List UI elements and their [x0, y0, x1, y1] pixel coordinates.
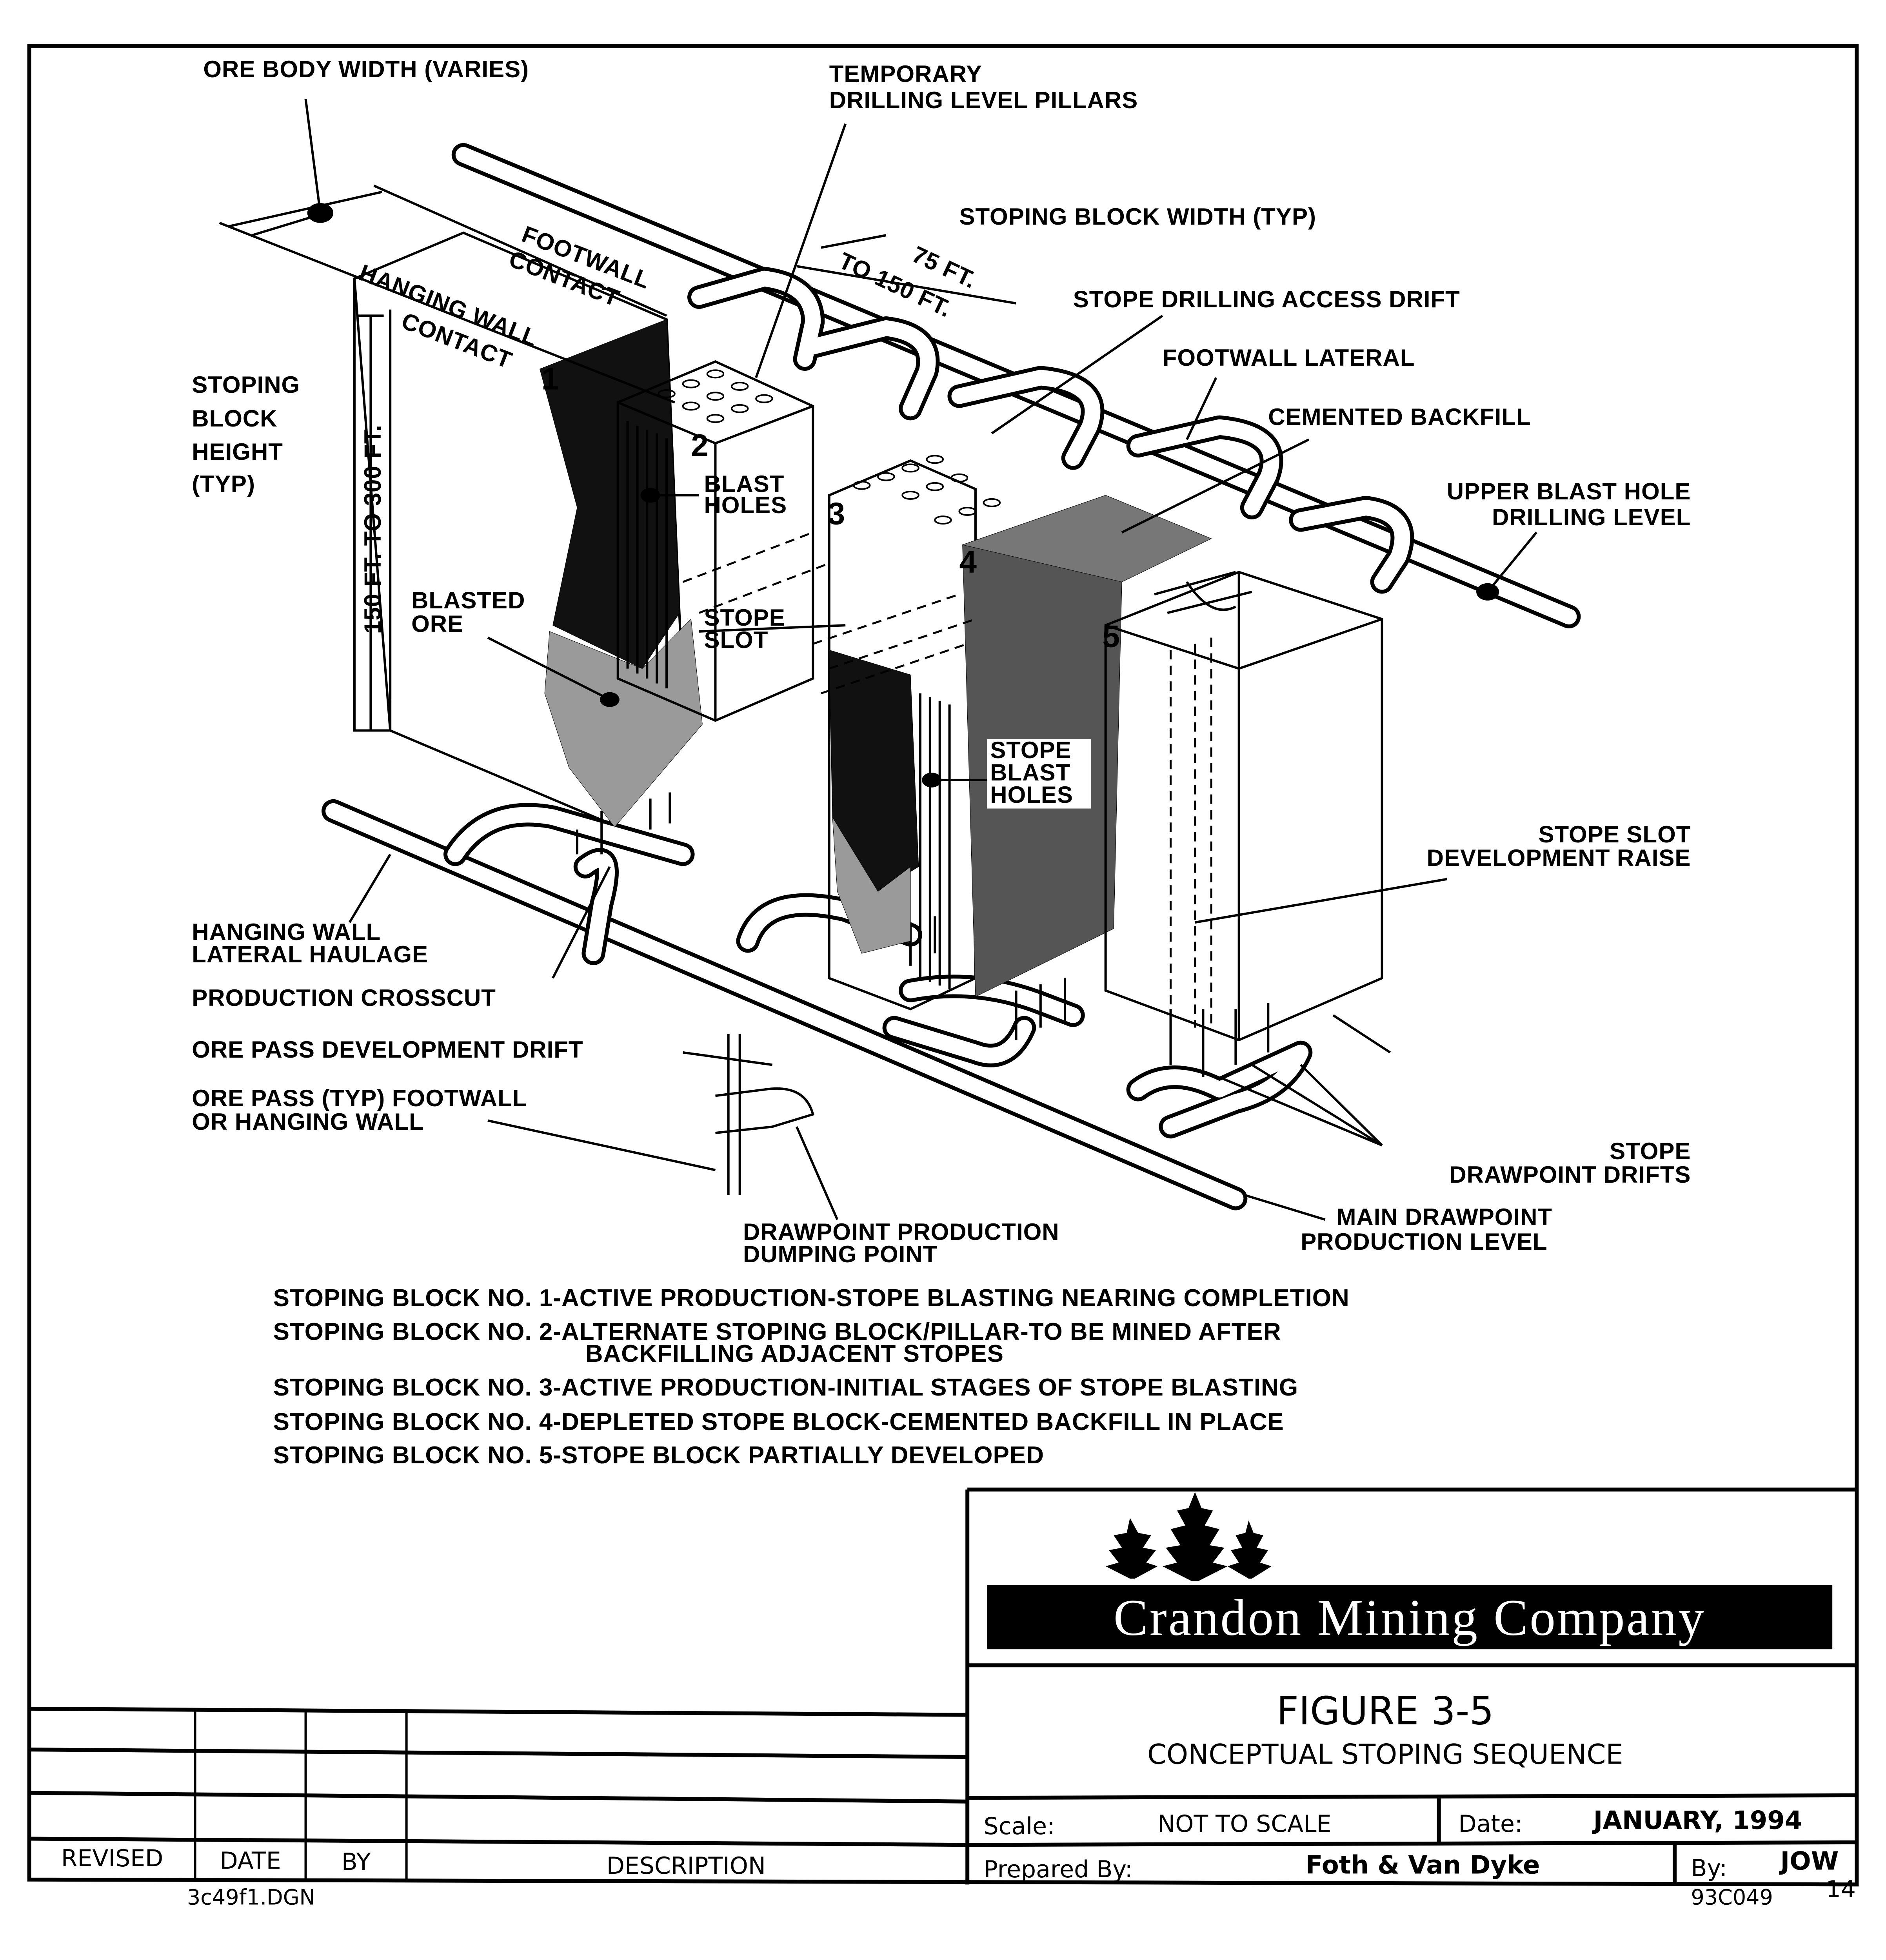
- label-block-height: STOPING: [192, 372, 300, 398]
- label-temporary-pillars: TEMPORARY: [829, 61, 982, 87]
- stoping-diagram: [220, 99, 1569, 1220]
- label-block-height-2: BLOCK: [192, 405, 278, 432]
- page-number: 14: [1826, 1875, 1856, 1903]
- drafter-value: JOW: [1780, 1847, 1839, 1876]
- note-block-3: STOPING BLOCK NO. 3-ACTIVE PRODUCTION-IN…: [273, 1374, 1299, 1401]
- label-stope-blast-holes-3: HOLES: [990, 781, 1073, 808]
- revision-table-frame: [29, 1709, 968, 1882]
- label-dumping-point-2: DUMPING POINT: [743, 1241, 938, 1267]
- sheet-border: [29, 46, 1857, 1884]
- stoping-block-2: [618, 361, 813, 720]
- prepared-by-value: Foth & Van Dyke: [1305, 1851, 1540, 1880]
- label-block-height-4: (TYP): [192, 470, 255, 497]
- label-hanging-wall-lateral: HANGING WALL: [192, 919, 381, 946]
- title-block-frame: [967, 1490, 1857, 1885]
- stope-blast-holes-label-bg: [987, 739, 1091, 809]
- revision-header-revised: REVISED: [61, 1844, 164, 1872]
- label-block-height-3: HEIGHT: [192, 438, 283, 465]
- file-name: 3c49f1.DGN: [187, 1885, 315, 1910]
- label-stope-slot: STOPE: [704, 604, 785, 631]
- note-block-2: STOPING BLOCK NO. 2-ALTERNATE STOPING BL…: [273, 1318, 1281, 1345]
- drawing-sheet: ORE BODY WIDTH (VARIES) TEMPORARY DRILLI…: [0, 0, 1886, 1913]
- label-ore-body-width: ORE BODY WIDTH (VARIES): [203, 56, 529, 82]
- label-ore-pass-drift: ORE PASS DEVELOPMENT DRIFT: [192, 1036, 583, 1063]
- note-block-5: STOPING BLOCK NO. 5-STOPE BLOCK PARTIALL…: [273, 1442, 1044, 1469]
- label-drawpoint-drifts: STOPE: [1610, 1138, 1691, 1165]
- label-slot-raise-2: DEVELOPMENT RAISE: [1426, 844, 1691, 871]
- note-block-2-cont: BACKFILLING ADJACENT STOPES: [585, 1340, 1004, 1368]
- label-blast-holes: BLAST: [704, 470, 785, 497]
- label-drawpoint-drifts-2: DRAWPOINT DRIFTS: [1449, 1161, 1691, 1188]
- label-temporary-pillars-2: DRILLING LEVEL PILLARS: [829, 87, 1138, 113]
- label-main-drawpoint: MAIN DRAWPOINT: [1336, 1203, 1553, 1230]
- drawing-graphics: [0, 0, 1886, 1913]
- label-ore-pass-2: OR HANGING WALL: [192, 1108, 424, 1135]
- label-upper-blast-hole: UPPER BLAST HOLE: [1446, 478, 1691, 505]
- note-block-4: STOPING BLOCK NO. 4-DEPLETED STOPE BLOCK…: [273, 1408, 1284, 1436]
- drafter-label: By:: [1691, 1855, 1727, 1882]
- leader-lines: [350, 124, 1537, 1220]
- date-value: JANUARY, 1994: [1593, 1806, 1802, 1835]
- block-number-5: 5: [1102, 619, 1120, 654]
- block-number-1: 1: [541, 361, 559, 396]
- label-cemented-backfill: CEMENTED BACKFILL: [1268, 404, 1531, 430]
- label-blasted-ore-2: ORE: [411, 610, 464, 637]
- revision-header-by: BY: [341, 1848, 371, 1876]
- block-number-3: 3: [827, 496, 845, 531]
- tree-logo-icon: [1105, 1492, 1272, 1581]
- revision-header-date: DATE: [220, 1847, 281, 1875]
- label-block-width: STOPING BLOCK WIDTH (TYP): [959, 203, 1316, 230]
- label-main-drawpoint-2: PRODUCTION LEVEL: [1301, 1228, 1548, 1255]
- scale-value: NOT TO SCALE: [1157, 1810, 1332, 1838]
- label-ore-pass: ORE PASS (TYP) FOOTWALL: [192, 1085, 527, 1111]
- label-production-crosscut: PRODUCTION CROSSCUT: [192, 984, 496, 1011]
- company-name: Crandon Mining Company: [1113, 1589, 1706, 1647]
- leader-dot: [307, 203, 334, 223]
- drawing-number: 93C049: [1691, 1885, 1773, 1910]
- prepared-by-label: Prepared By:: [983, 1856, 1133, 1884]
- scale-label: Scale:: [983, 1812, 1055, 1840]
- upper-drilling-level: [463, 155, 1569, 617]
- label-stope-slot-2: SLOT: [704, 626, 769, 653]
- stoping-block-3: [829, 456, 1000, 1009]
- label-blasted-ore: BLASTED: [411, 587, 525, 613]
- figure-number: FIGURE 3-5: [1276, 1689, 1494, 1734]
- label-hanging-wall-lateral-2: LATERAL HAULAGE: [192, 941, 429, 968]
- label-dumping-point: DRAWPOINT PRODUCTION: [743, 1218, 1059, 1245]
- label-height-dimension: 150 FT. TO 300 FT.: [360, 425, 386, 634]
- stoping-block-1: [354, 233, 702, 827]
- company-banner: [987, 1584, 1833, 1650]
- note-block-1: STOPING BLOCK NO. 1-ACTIVE PRODUCTION-ST…: [273, 1285, 1350, 1312]
- label-stope-blast-holes-2: BLAST: [990, 759, 1071, 786]
- label-access-drift: STOPE DRILLING ACCESS DRIFT: [1073, 286, 1460, 313]
- stoping-block-5: [1106, 572, 1382, 1040]
- label-blast-holes-2: HOLES: [704, 492, 787, 518]
- label-upper-blast-hole-2: DRILLING LEVEL: [1492, 504, 1691, 531]
- block-number-2: 2: [691, 428, 709, 463]
- date-label: Date:: [1458, 1810, 1523, 1838]
- label-stope-blast-holes: STOPE: [990, 737, 1072, 763]
- figure-title: CONCEPTUAL STOPING SEQUENCE: [1147, 1738, 1623, 1771]
- label-footwall-lateral: FOOTWALL LATERAL: [1162, 344, 1415, 371]
- block-number-4: 4: [959, 544, 977, 579]
- revision-header-description: DESCRIPTION: [606, 1852, 766, 1880]
- label-slot-raise: STOPE SLOT: [1538, 821, 1691, 848]
